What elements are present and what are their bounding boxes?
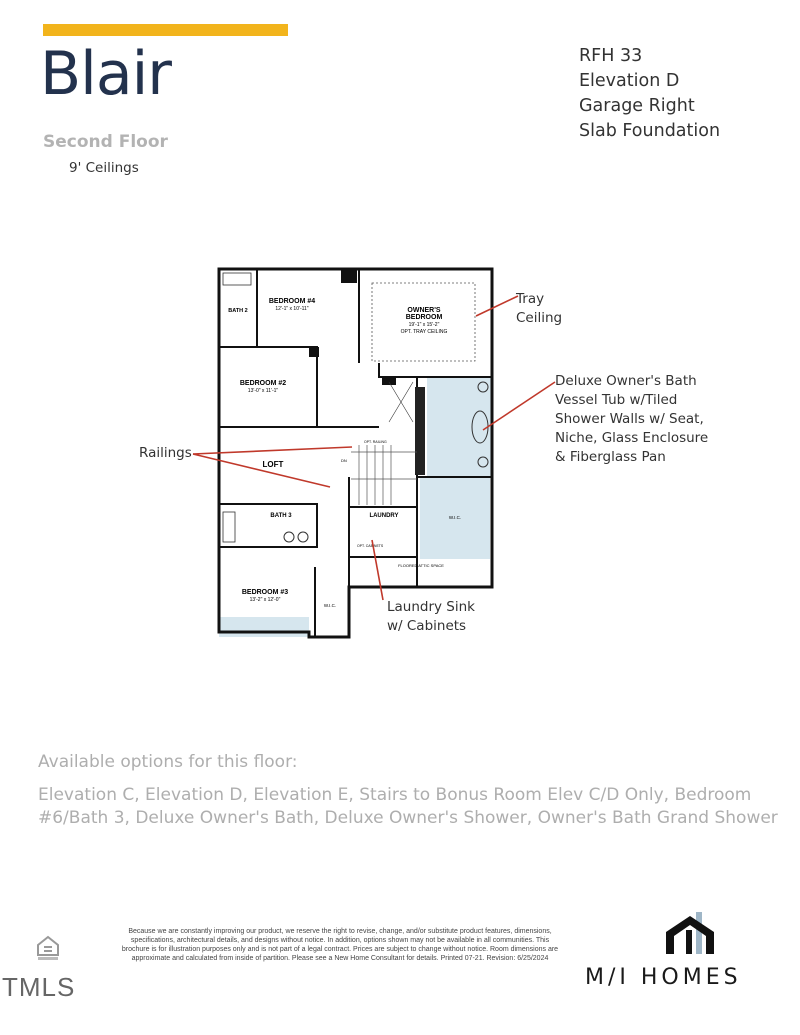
- spec-lot: RFH 33: [579, 46, 643, 66]
- callout-tray-ceiling: Tray Ceiling: [516, 291, 563, 326]
- svg-text:LOFT: LOFT: [263, 460, 284, 469]
- svg-text:OPT. RAILING: OPT. RAILING: [364, 440, 387, 444]
- svg-text:BEDROOM #3: BEDROOM #3: [242, 589, 288, 596]
- callout-owners-bath: Deluxe Owner's Bath Vessel Tub w/Tiled S…: [555, 373, 709, 465]
- options-heading: Available options for this floor:: [38, 752, 298, 772]
- floor-name: Second Floor: [43, 132, 168, 152]
- svg-text:W.I.C.: W.I.C.: [324, 603, 336, 608]
- callout-railings: Railings: [139, 445, 192, 461]
- svg-text:OPT. TRAY CEILING: OPT. TRAY CEILING: [401, 329, 448, 335]
- svg-text:19'-1" x 15'-2": 19'-1" x 15'-2": [409, 322, 440, 328]
- spec-elevation: Elevation D: [579, 71, 680, 91]
- options-list: Elevation C, Elevation D, Elevation E, S…: [38, 785, 778, 828]
- svg-text:OPT. CABINETS: OPT. CABINETS: [357, 544, 384, 548]
- mi-homes-logo-icon: [666, 912, 714, 954]
- svg-text:BEDROOM #2: BEDROOM #2: [240, 380, 286, 387]
- svg-text:DN: DN: [341, 458, 347, 463]
- svg-text:BATH 2: BATH 2: [228, 308, 247, 314]
- svg-text:FLOORED ATTIC SPACE: FLOORED ATTIC SPACE: [398, 563, 444, 568]
- callout-laundry-sink: Laundry Sink w/ Cabinets: [387, 599, 476, 634]
- floor-plan: BATH 2 BEDROOM #4 12'-1" x 10'-11" OWNER…: [217, 267, 494, 639]
- svg-text:13'-0" x 11'-1": 13'-0" x 11'-1": [248, 388, 279, 394]
- spec-garage: Garage Right: [579, 96, 695, 116]
- spec-foundation: Slab Foundation: [579, 121, 721, 141]
- disclaimer: Because we are constantly improving our …: [121, 928, 559, 962]
- svg-text:12'-1" x 10'-11": 12'-1" x 10'-11": [275, 306, 308, 312]
- accent-bar: [43, 24, 288, 36]
- spec-list: RFH 33 Elevation D Garage Right Slab Fou…: [579, 44, 720, 144]
- svg-text:BEDROOM #4: BEDROOM #4: [269, 298, 315, 305]
- svg-text:OWNER'S: OWNER'S: [407, 307, 440, 314]
- svg-text:W.I.C.: W.I.C.: [449, 515, 461, 520]
- equal-housing-icon: [37, 935, 59, 960]
- svg-text:LAUNDRY: LAUNDRY: [369, 513, 398, 519]
- plan-title: Blair: [40, 39, 172, 109]
- ceiling-height: 9' Ceilings: [69, 160, 139, 176]
- watermark: TMLS: [2, 972, 76, 1002]
- svg-text:13'-2" x 12'-0": 13'-2" x 12'-0": [250, 597, 281, 603]
- svg-text:BEDROOM: BEDROOM: [406, 314, 443, 321]
- brand-name: M/I HOMES: [585, 965, 742, 990]
- svg-text:BATH 3: BATH 3: [270, 513, 292, 519]
